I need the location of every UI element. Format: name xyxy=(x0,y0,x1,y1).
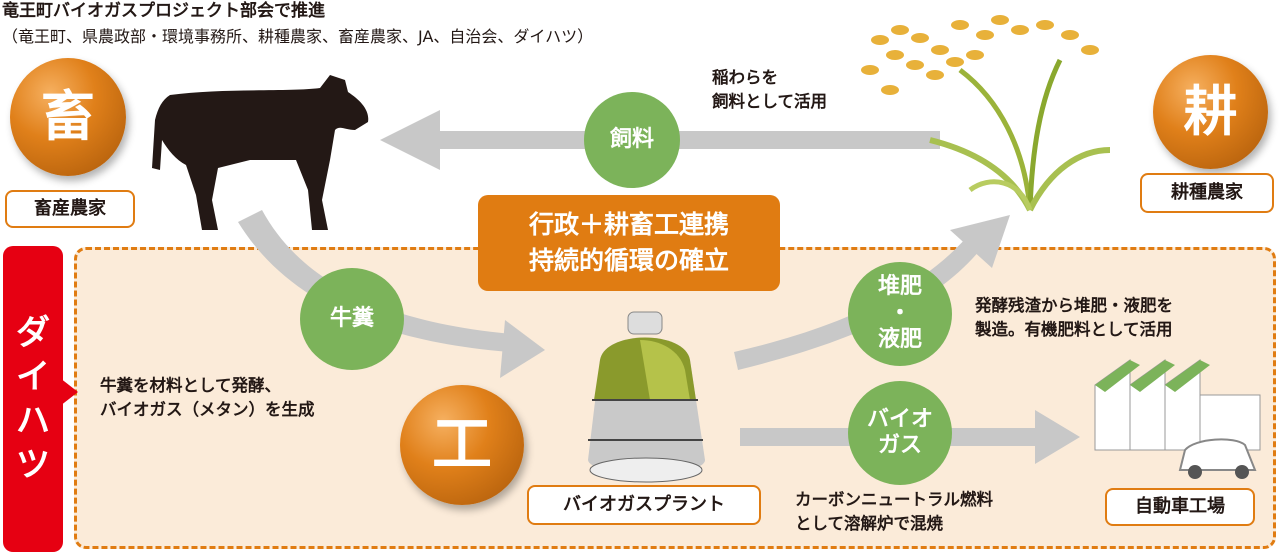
cow-icon xyxy=(152,75,369,230)
biogas-note-line1: カーボンニュートラル燃料 xyxy=(795,490,993,509)
livestock-ball: 畜 xyxy=(10,58,126,176)
crop-farmer-label: 耕種農家 xyxy=(1140,173,1274,213)
fertilizer-note-line1: 発酵残渣から堆肥・液肥を xyxy=(975,296,1173,315)
factory-icon xyxy=(1094,359,1261,451)
car-factory-label: 自動車工場 xyxy=(1105,488,1255,526)
fertilizer-line3: 液肥 xyxy=(877,327,922,353)
daihatsu-label: ダイハツ xyxy=(16,313,50,485)
feed-label: 飼料 xyxy=(609,126,654,152)
rice-plant-icon xyxy=(861,15,1111,212)
feed-note-line1: 稲わらを xyxy=(712,68,778,87)
government-line1: 行政＋耕畜工連携 xyxy=(528,210,729,239)
manure-arrow-head xyxy=(500,320,545,378)
crop-ball: 耕 xyxy=(1153,55,1268,169)
biogas-note: カーボンニュートラル燃料として溶解炉で混焼 xyxy=(795,488,993,536)
fertilizer-note-line2: 製造。有機肥料として活用 xyxy=(975,320,1173,339)
fertilizer-arrow xyxy=(734,238,980,370)
manure-circle: 牛糞 xyxy=(300,268,404,370)
livestock-farmer-label: 畜産農家 xyxy=(5,190,135,228)
government-box: 行政＋耕畜工連携持続的循環の確立 xyxy=(478,195,780,291)
project-title: 竜王町バイオガスプロジェクト部会で推進 xyxy=(2,1,325,21)
daihatsu-note: 牛糞を材料として発酵、バイオガス（メタン）を生成 xyxy=(100,374,315,422)
fertilizer-circle: 堆肥・液肥 xyxy=(848,262,952,366)
feed-circle: 飼料 xyxy=(584,92,680,188)
industry-ball: 工 xyxy=(400,385,524,505)
feed-note: 稲わらを飼料として活用 xyxy=(712,66,827,114)
biogas-line1: バイオ xyxy=(866,406,933,432)
fertilizer-line1: 堆肥 xyxy=(877,274,922,300)
government-line2: 持続的循環の確立 xyxy=(528,246,729,275)
daihatsu-note-line1: 牛糞を材料として発酵、 xyxy=(100,376,282,395)
daihatsu-bar: ダイハツ xyxy=(3,246,63,552)
feed-arrow-head xyxy=(380,110,440,170)
biogas-plant-label: バイオガスプラント xyxy=(527,485,761,525)
biogas-line2: ガス xyxy=(877,433,922,458)
manure-label: 牛糞 xyxy=(329,305,374,331)
fertilizer-arrow-head xyxy=(950,215,1010,268)
biogas-note-line2: として溶解炉で混焼 xyxy=(795,514,944,533)
fertilizer-note: 発酵残渣から堆肥・液肥を製造。有機肥料として活用 xyxy=(975,294,1173,342)
biogas-circle: バイオガス xyxy=(848,381,952,485)
car-icon xyxy=(1178,438,1257,479)
project-members: （竜王町、県農政部・環境事務所、耕種農家、畜産農家、JA、自治会、ダイハツ） xyxy=(2,27,594,46)
fertilizer-line2: ・ xyxy=(888,300,911,326)
biogas-arrow-head xyxy=(1035,410,1080,464)
daihatsu-note-line2: バイオガス（メタン）を生成 xyxy=(100,400,315,419)
feed-arrow xyxy=(430,131,940,149)
daihatsu-pointer xyxy=(60,378,78,406)
feed-note-line2: 飼料として活用 xyxy=(712,92,828,111)
biogas-plant-icon xyxy=(588,311,705,483)
